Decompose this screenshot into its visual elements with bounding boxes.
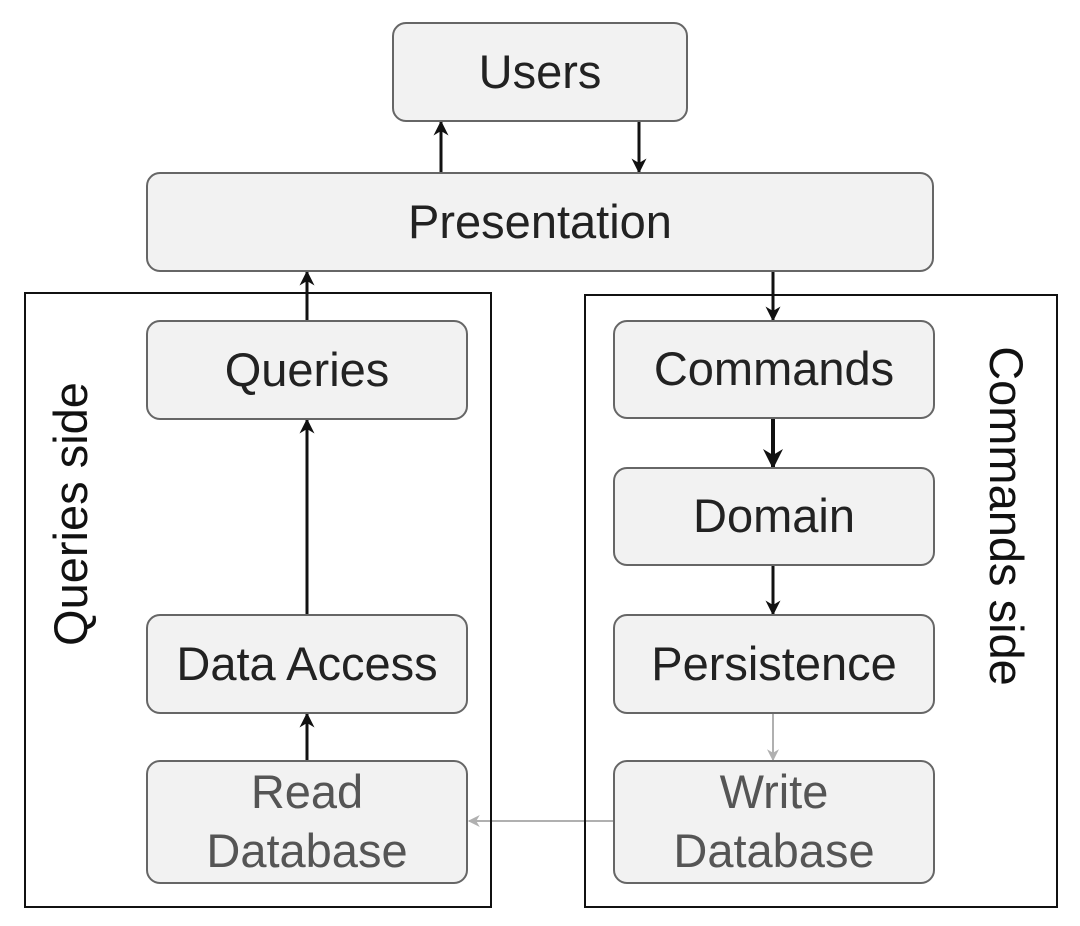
- write-database-label-line1: Write: [719, 765, 829, 819]
- write-database-node: Write Database: [613, 760, 935, 884]
- persistence-node: Persistence: [613, 614, 935, 714]
- read-database-label-line2: Database: [206, 824, 408, 877]
- presentation-node: Presentation: [146, 172, 934, 272]
- domain-node: Domain: [613, 467, 935, 566]
- queries-node: Queries: [146, 320, 468, 420]
- persistence-label: Persistence: [651, 636, 897, 690]
- queries-label: Queries: [224, 342, 390, 396]
- data-access-node: Data Access: [146, 614, 468, 714]
- queries-side-group: [24, 292, 492, 908]
- data-access-label: Data Access: [176, 636, 438, 690]
- domain-label: Domain: [693, 489, 855, 543]
- write-database-label-line2: Database: [673, 824, 875, 877]
- commands-side-label: Commands side: [980, 346, 1033, 686]
- presentation-label: Presentation: [408, 194, 672, 248]
- commands-node: Commands: [613, 320, 935, 419]
- users-label: Users: [478, 44, 602, 98]
- commands-label: Commands: [653, 342, 895, 396]
- read-database-node: Read Database: [146, 760, 468, 884]
- read-database-label-line1: Read: [250, 765, 364, 819]
- commands-side-group: [584, 294, 1058, 908]
- users-node: Users: [392, 22, 688, 122]
- queries-side-label: Queries side: [44, 382, 97, 646]
